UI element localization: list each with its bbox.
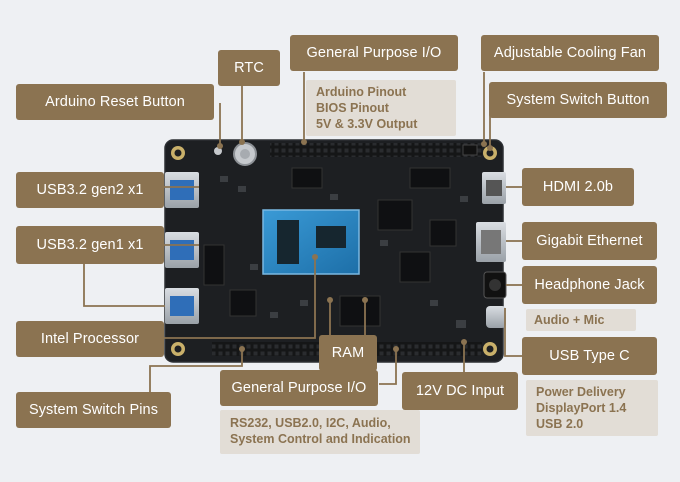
usb-a-ports [165,172,199,324]
note-headphone: Audio + Mic [526,309,636,331]
label-headphone-jack: Headphone Jack [522,266,657,304]
note-usb-c: Power Delivery DisplayPort 1.4 USB 2.0 [526,380,658,436]
note-gpio-bottom-line: System Control and Indication [230,432,411,446]
note-gpio-top-line: BIOS Pinout [316,101,389,115]
label-gpio-top: General Purpose I/O [290,35,458,71]
note-usb-c-line: Power Delivery [536,385,626,399]
label-arduino-reset: Arduino Reset Button [16,84,214,120]
label-hdmi: HDMI 2.0b [522,168,634,206]
note-headphone-line: Audio + Mic [534,313,605,327]
label-gigabit-ethernet: Gigabit Ethernet [522,222,657,260]
note-usb-c-line: USB 2.0 [536,417,584,431]
label-rtc: RTC [218,50,280,86]
note-gpio-bottom-line: RS232, USB2.0, I2C, Audio, [230,416,391,430]
label-ram: RAM [319,335,377,371]
label-usb-type-c: USB Type C [522,337,657,375]
label-cooling-fan: Adjustable Cooling Fan [481,35,659,71]
label-dc-input: 12V DC Input [402,372,518,410]
label-system-switch-button: System Switch Button [489,82,667,118]
small-components [220,176,468,328]
label-usb32-gen2: USB3.2 gen2 x1 [16,172,164,208]
note-gpio-top-line: 5V & 3.3V Output [316,117,418,131]
label-intel-processor: Intel Processor [16,321,164,357]
top-header-pins [270,143,482,157]
note-usb-c-line: DisplayPort 1.4 [536,401,627,415]
note-gpio-top-line: Arduino Pinout [316,85,407,99]
leader-lines [83,72,522,392]
note-gpio-bottom: RS232, USB2.0, I2C, Audio, System Contro… [220,410,420,454]
right-ports [476,172,507,328]
label-gpio-bottom: General Purpose I/O [220,370,378,406]
note-gpio-top: Arduino Pinout BIOS Pinout 5V & 3.3V Out… [306,80,456,136]
board-chips [203,167,457,327]
fan-connector [462,144,478,156]
label-usb32-gen1: USB3.2 gen1 x1 [16,226,164,264]
label-system-switch-pins: System Switch Pins [16,392,171,428]
